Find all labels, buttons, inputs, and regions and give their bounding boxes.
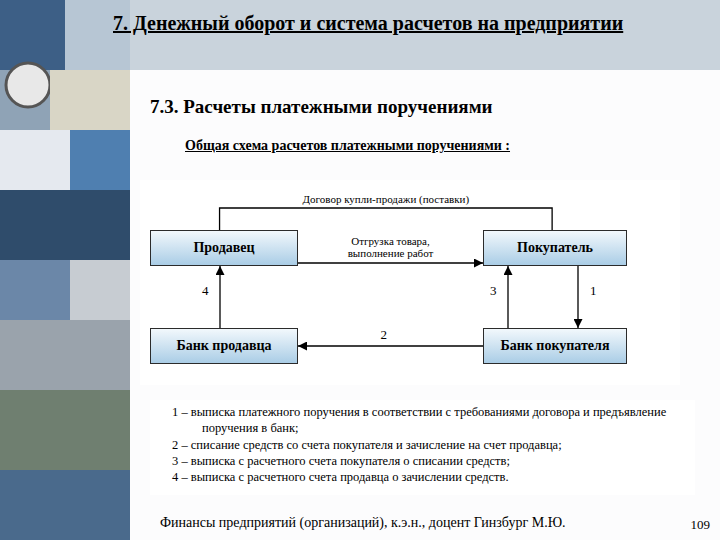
party-box: Покупатель (483, 230, 627, 266)
connector (219, 266, 220, 328)
note-line: 2 – списание средств со счета покупателя… (172, 437, 682, 453)
photo (0, 470, 130, 540)
connector (577, 266, 578, 328)
photo (0, 190, 130, 260)
note-line: 4 – выписка с расчетного счета продавца … (172, 469, 682, 485)
connector (298, 262, 483, 263)
section-heading: 7.3. Расчеты платежными поручениями (150, 96, 493, 118)
edge-label: 4 (202, 284, 209, 299)
diagram-ground (140, 180, 680, 385)
photo (0, 260, 70, 320)
box-text: Покупатель (517, 240, 593, 256)
notes-list: 1 – выписка платежного поручения в соотв… (172, 404, 682, 485)
edge-label: Отгрузка товара, выполнение работ (335, 235, 447, 260)
photo (0, 320, 130, 390)
photo (70, 260, 130, 320)
photo (70, 130, 130, 190)
photo (0, 130, 70, 190)
note-line: 1 – выписка платежного поручения в соотв… (172, 404, 682, 437)
party-box: Банк покупателя (483, 328, 627, 364)
photo (50, 70, 130, 130)
clock-photo (6, 63, 50, 107)
note-line: 3 – выписка с расчетного счета покупател… (172, 453, 682, 469)
box-text: Продавец (193, 240, 254, 256)
party-box: Банк продавца (150, 328, 298, 364)
top-band (0, 0, 720, 70)
left-strip (0, 0, 130, 540)
box-text: Банк покупателя (500, 338, 609, 354)
photo (0, 390, 130, 470)
scheme-heading: Общая схема расчетов платежными поручени… (185, 138, 510, 154)
edge-label: Договор купли-продажи (поставки) (303, 193, 470, 206)
connector (298, 345, 483, 346)
slide-title: 7. Денежный оборот и система расчетов на… (113, 12, 623, 35)
content-panel (130, 70, 720, 540)
photo (65, 0, 130, 70)
box-text: Банк продавца (176, 338, 271, 354)
party-box: Продавец (150, 230, 298, 266)
edge-label: 3 (490, 284, 497, 299)
connector (220, 208, 553, 230)
page-number: 109 (691, 517, 711, 533)
footer-caption: Финансы предприятий (организаций), к.э.н… (160, 515, 566, 531)
edge-label: 2 (381, 328, 388, 343)
connector (507, 266, 508, 328)
photo (0, 0, 65, 70)
notes-ground (150, 400, 695, 495)
edge-label: 1 (590, 284, 597, 299)
